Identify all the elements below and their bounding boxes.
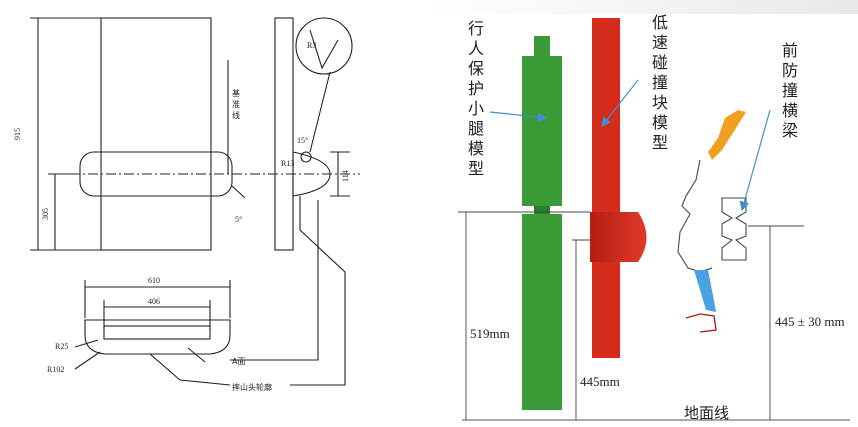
arrow-beam (739, 109, 771, 212)
detail-leader (309, 71, 331, 153)
leader-r25 (74, 339, 99, 348)
right-drawing (458, 18, 850, 421)
label-445-pm: 445 ± 30 mm (775, 314, 845, 329)
label-15deg: 15° (297, 136, 308, 145)
detail-circle-small (300, 151, 312, 163)
fascia-profile (677, 159, 713, 273)
plan-outline (84, 319, 231, 355)
label-ground: 地面线 (684, 404, 729, 422)
leader-plan-profile (149, 353, 231, 386)
label-5deg: 5° (235, 215, 242, 224)
block-body (592, 18, 620, 358)
leader-head-profile (290, 196, 346, 386)
label-a-face: A面 (232, 357, 245, 366)
lower-lip (685, 313, 717, 333)
arrow-block (601, 79, 639, 127)
label-114: 114 (341, 170, 350, 182)
leg-top-cap (534, 36, 550, 56)
label-305: 305 (41, 208, 50, 220)
bumper-beam-section (721, 197, 747, 261)
label-610: 610 (148, 276, 160, 285)
label-915: 915 (13, 128, 22, 140)
detail-circle-large (295, 17, 353, 75)
header-band (430, 0, 858, 14)
leader-plan-a (187, 347, 206, 363)
label-reference-line: 基准线 (232, 88, 240, 120)
arrow-leg (489, 111, 548, 122)
side-body (274, 17, 294, 251)
label-r3: R3 (307, 41, 316, 50)
label-445: 445mm (580, 374, 620, 389)
leg-lower (522, 214, 562, 410)
impactor-body (100, 17, 212, 251)
plan-inner (103, 325, 211, 340)
label-406: 406 (148, 297, 160, 306)
label-r13: R13 (281, 159, 294, 168)
label-head-profile: 摔山头轮廓 (232, 382, 272, 392)
leg-knee (534, 206, 550, 214)
label-low-speed-block: 低速碰撞块模型 (652, 13, 668, 152)
angle-5-leader (231, 185, 246, 199)
beam-blue-part (694, 270, 716, 312)
detail-profile (309, 29, 339, 70)
beam-orange-part (708, 110, 746, 160)
label-519: 519mm (470, 326, 510, 341)
left-drawing (30, 17, 360, 386)
label-front-beam: 前防撞横梁 (782, 41, 798, 140)
leader-r102 (74, 351, 101, 370)
label-r102: R102 (47, 365, 64, 374)
label-pedestrian-leg: 行人保护小腿模型 (468, 19, 484, 178)
label-r25: R25 (55, 342, 68, 351)
leader-a-face (230, 200, 319, 361)
block-face (590, 212, 647, 262)
leg-upper (522, 56, 562, 206)
